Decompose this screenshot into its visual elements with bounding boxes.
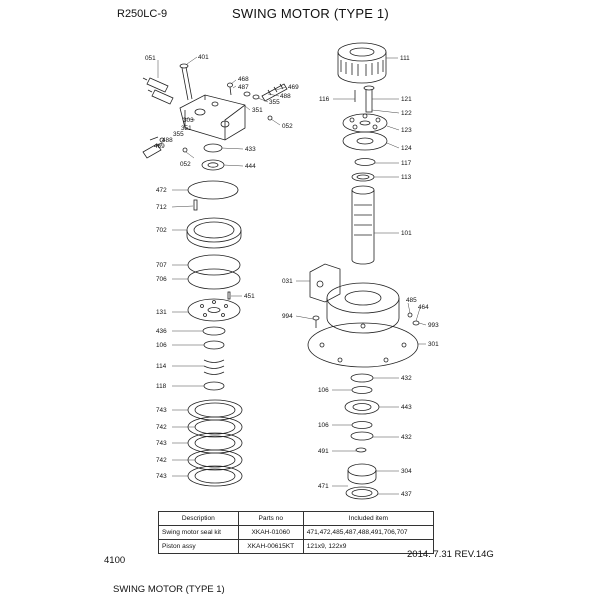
part-label: 469 — [288, 84, 299, 91]
part-label: 712 — [156, 204, 167, 211]
part-label: 743 — [156, 407, 167, 414]
part-label: 702 — [156, 227, 167, 234]
column-header: Description — [158, 511, 239, 526]
part-label: 469 — [154, 143, 165, 150]
table-cell: XKAH-00615KT — [237, 539, 304, 554]
left-column-parts — [186, 143, 243, 487]
part-label: 303 — [183, 117, 194, 124]
valve-block-assembly — [142, 63, 288, 159]
part-label: 488 — [162, 137, 173, 144]
part-label: 443 — [401, 404, 412, 411]
table-row: Swing motor seal kit XKAH-01060 471,472,… — [158, 525, 435, 540]
part-label: 113 — [401, 174, 412, 181]
part-label: 471 — [318, 483, 329, 490]
page-title: SWING MOTOR (TYPE 1) — [232, 6, 389, 21]
part-label: 743 — [156, 473, 167, 480]
part-label: 123 — [401, 127, 412, 134]
table-cell: XKAH-01060 — [237, 525, 304, 540]
part-label: 351 — [181, 125, 192, 132]
part-label: 993 — [428, 322, 439, 329]
part-label: 468 — [238, 76, 249, 83]
part-label: 706 — [156, 276, 167, 283]
page-number: 4100 — [104, 555, 126, 566]
part-label: 437 — [401, 491, 412, 498]
part-label: 301 — [428, 341, 439, 348]
part-label: 488 — [280, 93, 291, 100]
part-label: 472 — [156, 187, 167, 194]
part-label: 111 — [400, 55, 410, 62]
leader-lines — [157, 56, 427, 495]
part-label: 401 — [198, 54, 209, 61]
part-label: 994 — [282, 313, 293, 320]
table-cell: Piston assy — [158, 539, 239, 554]
part-label: 131 — [156, 309, 167, 316]
part-label: 052 — [282, 123, 293, 130]
seal-kit-table: Description Parts no Included item Swing… — [158, 511, 435, 554]
part-label: 116 — [319, 96, 330, 103]
part-label: 117 — [401, 160, 412, 167]
part-label: 114 — [156, 363, 167, 370]
part-label: 743 — [156, 440, 167, 447]
part-label: 432 — [401, 434, 412, 441]
revision-date: 2014. 7.31 REV.14G — [407, 549, 494, 560]
part-label: 742 — [156, 424, 167, 431]
table-cell: 471,472,485,487,488,491,706,707 — [302, 525, 435, 540]
part-label: 101 — [401, 230, 412, 237]
column-header: Included item — [302, 511, 435, 526]
part-label: 106 — [318, 422, 329, 429]
table-header-row: Description Parts no Included item — [158, 511, 435, 526]
part-label: 052 — [180, 161, 191, 168]
part-label: 031 — [282, 278, 293, 285]
part-label: 124 — [401, 145, 412, 152]
part-label: 106 — [156, 342, 167, 349]
part-label: 707 — [156, 262, 167, 269]
column-header: Parts no — [237, 511, 304, 526]
part-label: 051 — [145, 55, 156, 62]
part-label: 487 — [238, 84, 249, 91]
part-label: 355 — [269, 99, 280, 106]
part-label: 351 — [252, 107, 263, 114]
part-label: 485 — [406, 297, 417, 304]
table-cell: Swing motor seal kit — [158, 525, 239, 540]
part-label: 106 — [318, 387, 329, 394]
table-row: Piston assy XKAH-00615KT 121x9, 122x9 — [158, 539, 435, 554]
figure-caption: SWING MOTOR (TYPE 1) — [113, 584, 225, 595]
part-label: 355 — [173, 131, 184, 138]
model-number: R250LC-9 — [117, 8, 168, 20]
part-label: 121 — [401, 96, 412, 103]
part-label: 304 — [401, 468, 412, 475]
part-label: 491 — [318, 448, 329, 455]
part-label: 451 — [244, 293, 255, 300]
part-labels: 051 401 468 487 469 488 351 355 303 052 … — [145, 54, 439, 498]
part-label: 122 — [401, 110, 412, 117]
part-label: 742 — [156, 457, 167, 464]
part-label: 444 — [245, 163, 256, 170]
part-label: 118 — [156, 383, 167, 390]
table-cell: 121x9, 122x9 — [302, 539, 435, 554]
part-label: 432 — [401, 375, 412, 382]
part-label: 433 — [245, 146, 256, 153]
part-label: 464 — [418, 304, 429, 311]
part-label: 436 — [156, 328, 167, 335]
